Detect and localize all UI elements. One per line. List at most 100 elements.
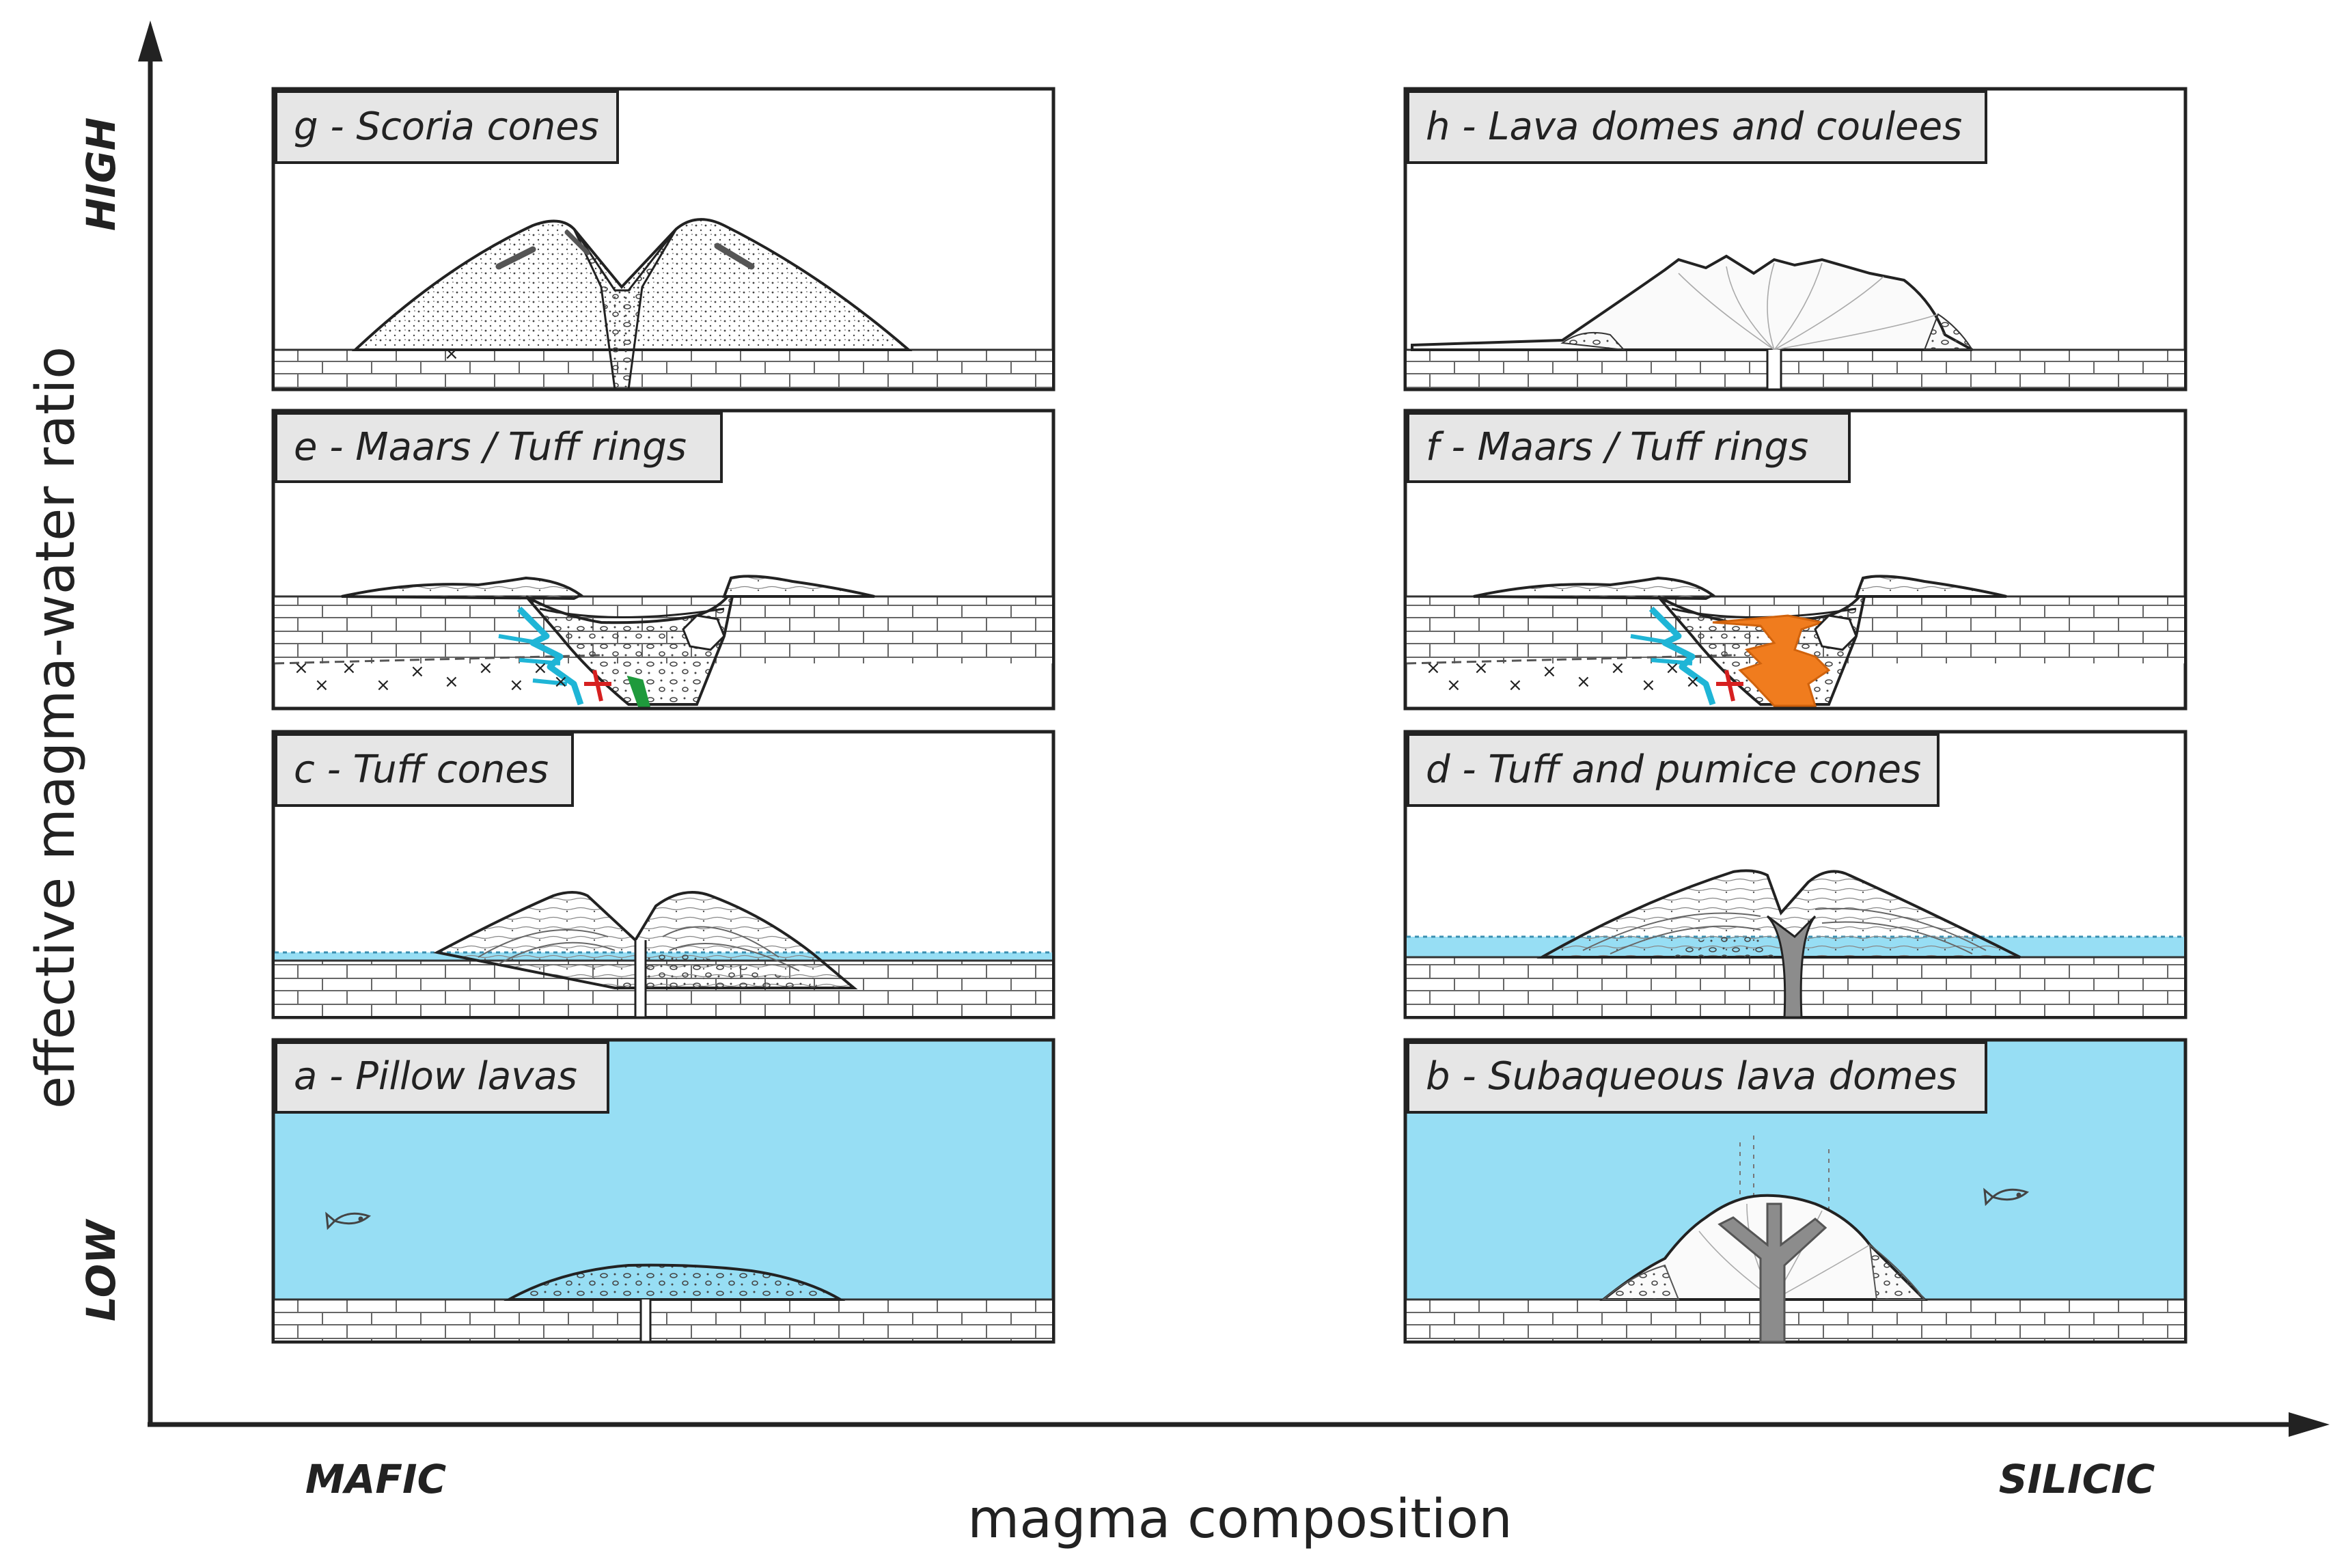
xenolith-block bbox=[1814, 614, 1858, 651]
svg-text:×: × bbox=[1641, 675, 1656, 696]
magma-intrusion-orange bbox=[1712, 614, 1831, 707]
feeder-conduit bbox=[639, 1299, 652, 1343]
panel-e-maars-tuff-rings: ××× ××× ××× × e - Maars / Tuff rings bbox=[271, 409, 1055, 711]
svg-text:×: × bbox=[1446, 675, 1461, 696]
panel-label-box bbox=[1407, 412, 1851, 483]
y-axis-low-label: LOW bbox=[78, 1218, 124, 1321]
bedrock bbox=[1407, 1299, 2184, 1340]
svg-text:×: × bbox=[533, 658, 548, 678]
tuff-ring-left bbox=[1473, 576, 1715, 601]
svg-text:×: × bbox=[444, 672, 459, 692]
fish-icon bbox=[325, 1211, 372, 1230]
panel-c-tuff-cones: c - Tuff cones bbox=[271, 730, 1055, 1019]
bedrock bbox=[1407, 350, 2184, 388]
svg-text:×: × bbox=[553, 672, 568, 692]
svg-text:×: × bbox=[1426, 658, 1441, 678]
cone-base-pebbles bbox=[1665, 935, 1774, 957]
svg-text:×: × bbox=[1542, 661, 1557, 682]
crater-conduit bbox=[572, 228, 678, 391]
feeder-conduit bbox=[1766, 915, 1817, 1019]
panel-title: d - Tuff and pumice cones bbox=[1426, 747, 1921, 792]
talus-apron bbox=[1560, 331, 1626, 351]
svg-text:×: × bbox=[1576, 672, 1591, 692]
svg-text:×: × bbox=[342, 658, 357, 678]
lower-strata-boundary bbox=[1406, 654, 1734, 665]
magma-sill-cyan bbox=[498, 634, 568, 686]
fish-icon bbox=[1983, 1187, 2030, 1207]
feeder-dike bbox=[1717, 1202, 1827, 1343]
svg-text:×: × bbox=[294, 658, 309, 678]
hyaloclastite-apron bbox=[1868, 1243, 1927, 1300]
cone-base-pebbles bbox=[615, 950, 854, 988]
maar-crater-diatreme bbox=[525, 595, 734, 706]
dome-flow-lines bbox=[1678, 262, 1939, 350]
y-axis-high-label: HIGH bbox=[78, 118, 124, 231]
crater-floor bbox=[1671, 607, 1857, 618]
panel-b-subaqueous-lava-domes: b - Subaqueous lava domes bbox=[1403, 1038, 2188, 1344]
bedrock bbox=[275, 1299, 1052, 1340]
panel-g-scoria-cones: × g - Scoria cones bbox=[271, 87, 1055, 391]
cone-inner-layers bbox=[478, 926, 800, 972]
magma-dike-green bbox=[626, 675, 650, 707]
x-axis-title: magma composition bbox=[967, 1489, 1512, 1550]
axes: effective magma-water ratio HIGH LOW MAF… bbox=[25, 20, 2330, 1550]
magma-dike-red bbox=[1716, 670, 1743, 702]
x-axis-high-label: SILICIC bbox=[1999, 1456, 2155, 1502]
bedrock bbox=[275, 350, 1052, 388]
svg-text:×: × bbox=[1685, 672, 1700, 692]
svg-text:×: × bbox=[314, 675, 329, 696]
panel-title: c - Tuff cones bbox=[294, 747, 549, 792]
xenolith-marks: ××× ××× ××× × bbox=[1426, 658, 1700, 696]
panel-title: e - Maars / Tuff rings bbox=[294, 425, 687, 469]
panel-label-box bbox=[275, 1041, 609, 1114]
xenolith-block bbox=[682, 614, 726, 651]
panel-label-box bbox=[275, 90, 619, 164]
degassing-plume bbox=[1739, 1136, 1830, 1211]
svg-text:×: × bbox=[1474, 658, 1489, 678]
panel-label-box bbox=[275, 412, 723, 483]
svg-text:×: × bbox=[1665, 658, 1680, 678]
panel-label-box bbox=[275, 733, 574, 807]
lava-streak bbox=[495, 246, 536, 270]
panel-label-box bbox=[1407, 733, 1940, 807]
tuff-ring-left bbox=[341, 576, 583, 601]
xenolith-marks: ××× ××× ××× × bbox=[294, 658, 568, 696]
lower-strata-boundary bbox=[274, 654, 602, 665]
panel-f-maars-tuff-rings: ××× ××× ××× × f - Maars / Tuff rings bbox=[1403, 409, 2188, 711]
cone-inner-layers bbox=[1582, 907, 1987, 954]
panel-title: f - Maars / Tuff rings bbox=[1426, 425, 1808, 469]
panel-h-lava-domes: h - Lava domes and coulees bbox=[1403, 87, 2188, 391]
panel-title: g - Scoria cones bbox=[294, 105, 599, 149]
magma-dike-cyan bbox=[1648, 606, 1716, 706]
magma-dike-cyan bbox=[516, 606, 584, 706]
crater-floor bbox=[539, 607, 725, 618]
svg-text:×: × bbox=[509, 675, 524, 696]
magma-dike-red bbox=[584, 670, 611, 702]
pillow-lava-mound bbox=[503, 1263, 846, 1301]
svg-text:×: × bbox=[376, 675, 391, 696]
svg-text:×: × bbox=[1610, 658, 1625, 678]
x-axis-low-label: MAFIC bbox=[305, 1456, 446, 1502]
panel-label-box bbox=[1407, 90, 1987, 164]
xenolith-mark: × bbox=[444, 344, 459, 364]
lava-dome bbox=[1411, 254, 1973, 351]
panel-title: b - Subaqueous lava domes bbox=[1426, 1054, 1957, 1099]
y-axis-title: effective magma-water ratio bbox=[25, 346, 87, 1109]
feeder-conduit bbox=[634, 940, 647, 1019]
hyaloclastite-apron bbox=[1601, 1264, 1680, 1300]
panel-label-box bbox=[1407, 1041, 1987, 1114]
panel-title: a - Pillow lavas bbox=[294, 1054, 577, 1099]
svg-text:×: × bbox=[478, 658, 493, 678]
panel-a-pillow-lavas: a - Pillow lavas bbox=[271, 1038, 1055, 1344]
magma-sill-cyan bbox=[1630, 634, 1693, 665]
lava-streak bbox=[714, 243, 755, 270]
y-axis-arrowhead bbox=[138, 20, 163, 61]
tuff-ring-right bbox=[1854, 575, 2007, 598]
x-axis-arrowhead bbox=[2289, 1412, 2330, 1437]
panel-title: h - Lava domes and coulees bbox=[1426, 105, 1962, 149]
panel-d-tuff-pumice-cones: d - Tuff and pumice cones bbox=[1403, 730, 2188, 1019]
tuff-ring-right bbox=[722, 575, 875, 598]
svg-text:×: × bbox=[410, 661, 425, 682]
svg-text:×: × bbox=[1508, 675, 1523, 696]
